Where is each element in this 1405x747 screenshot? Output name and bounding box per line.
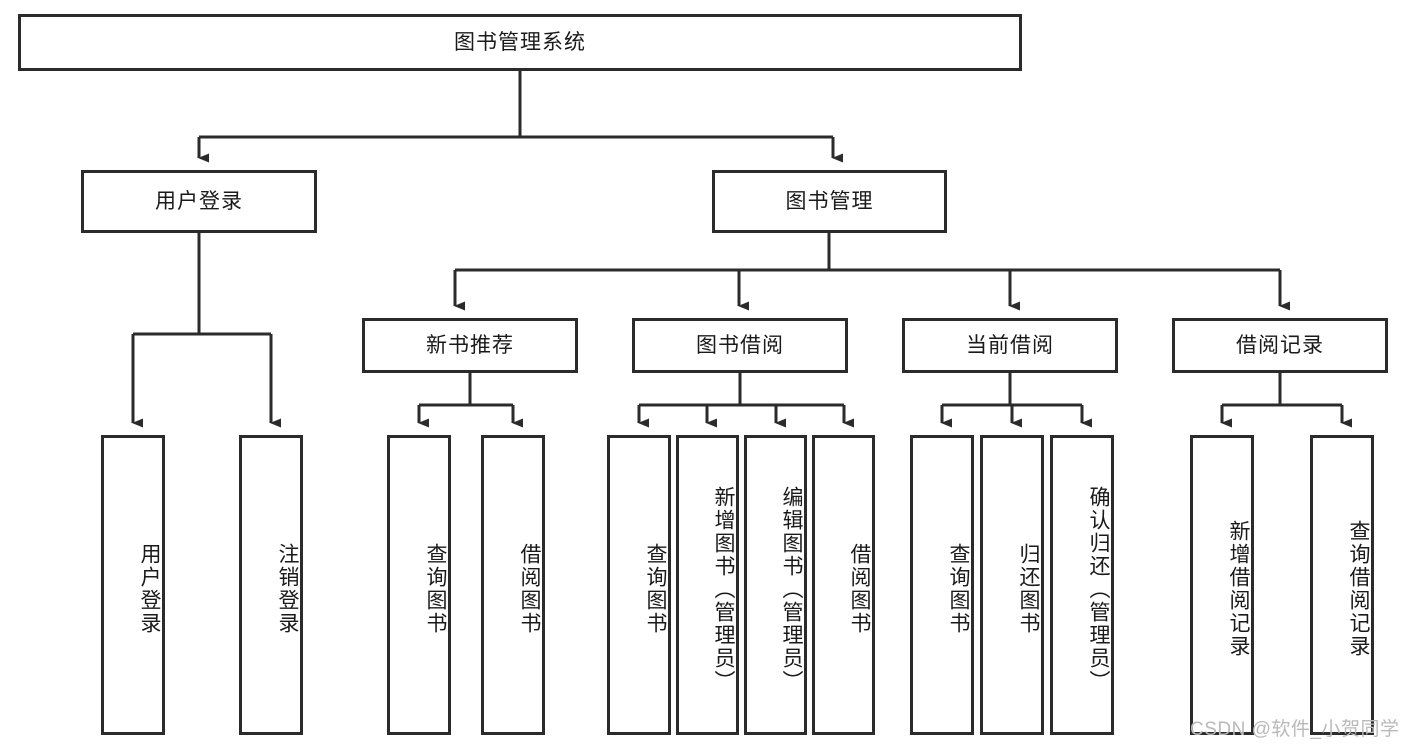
leaf-edit-book-admin[interactable]: 编辑图书（管理员） — [744, 435, 807, 735]
leaf-add-borrow-record[interactable]: 新增借阅记录 — [1190, 435, 1254, 735]
node-user-login[interactable]: 用户登录 — [81, 170, 317, 233]
node-borrow-records[interactable]: 借阅记录 — [1172, 318, 1388, 373]
node-book-borrow[interactable]: 图书借阅 — [632, 318, 848, 373]
leaf-user-logout[interactable]: 注销登录 — [239, 435, 303, 735]
leaf-query-borrow-record[interactable]: 查询借阅记录 — [1310, 435, 1374, 735]
leaf-user-login[interactable]: 用户登录 — [101, 435, 165, 735]
leaf-borrow-book[interactable]: 借阅图书 — [812, 435, 875, 735]
leaf-borrow-book-recommend[interactable]: 借阅图书 — [481, 435, 545, 735]
leaf-query-book-current[interactable]: 查询图书 — [910, 435, 974, 735]
leaf-return-book[interactable]: 归还图书 — [980, 435, 1044, 735]
leaf-confirm-return-admin[interactable]: 确认归还（管理员） — [1050, 435, 1114, 735]
node-current-borrow[interactable]: 当前借阅 — [902, 318, 1118, 373]
node-book-management[interactable]: 图书管理 — [712, 170, 947, 233]
leaf-query-book-recommend[interactable]: 查询图书 — [387, 435, 451, 735]
watermark: CSDN @软件_小贺同学 — [1190, 719, 1400, 740]
leaf-query-book-borrow[interactable]: 查询图书 — [607, 435, 671, 735]
leaf-add-book-admin[interactable]: 新增图书（管理员） — [676, 435, 739, 735]
node-new-book-recommend[interactable]: 新书推荐 — [362, 318, 578, 373]
node-root[interactable]: 图书管理系统 — [18, 14, 1022, 71]
